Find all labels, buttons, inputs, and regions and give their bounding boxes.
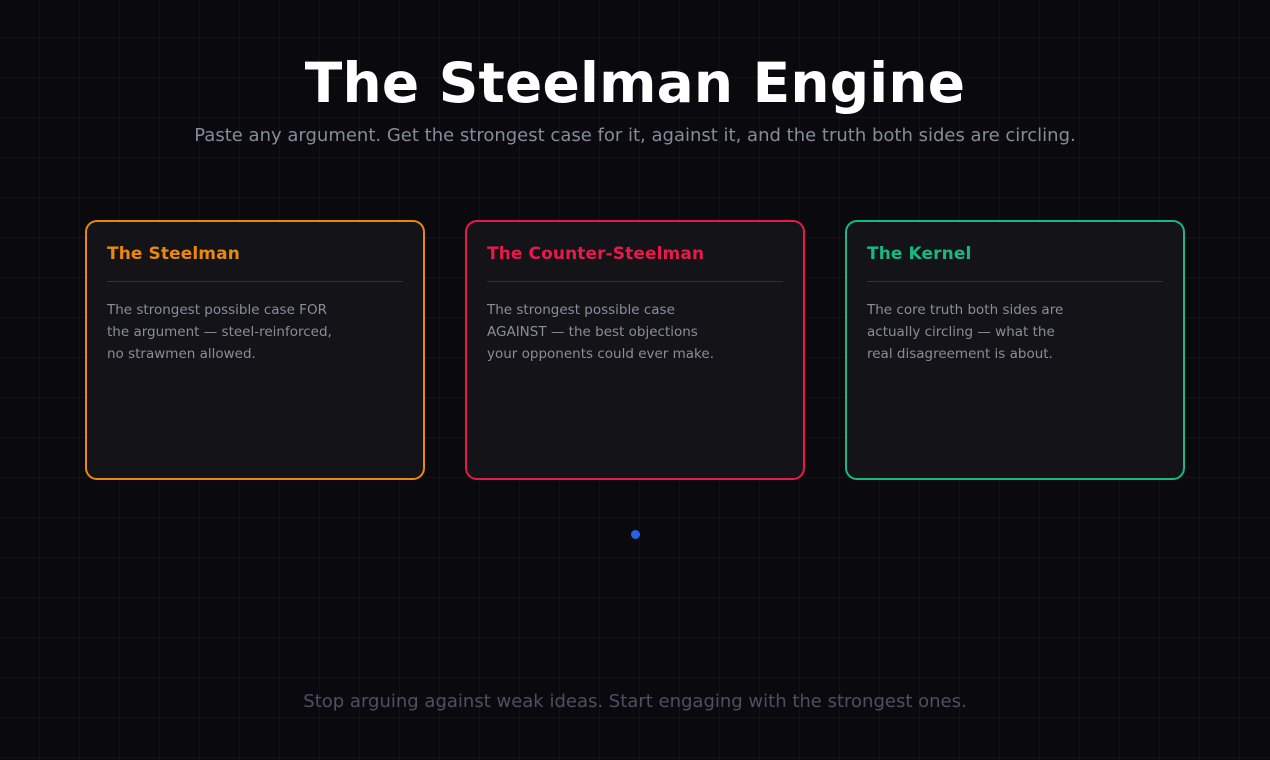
cards-row: The Steelman The strongest possible case…	[85, 220, 1185, 480]
page-subtitle: Paste any argument. Get the strongest ca…	[194, 125, 1076, 146]
card-steelman-divider	[107, 281, 403, 282]
card-counter-steelman-divider	[487, 281, 783, 282]
page-title: The Steelman Engine	[304, 51, 966, 115]
card-counter-steelman-title: The Counter-Steelman	[487, 244, 705, 264]
card-steelman-title: The Steelman	[107, 244, 240, 264]
footer-text: Stop arguing against weak ideas. Start e…	[303, 691, 967, 712]
card-steelman[interactable]: The Steelman The strongest possible case…	[85, 220, 425, 480]
status-dot-icon	[631, 530, 640, 539]
card-kernel-title: The Kernel	[867, 244, 972, 264]
page-footer: Stop arguing against weak ideas. Start e…	[0, 688, 1270, 716]
page-header: The Steelman Engine Paste any argument. …	[0, 0, 1270, 149]
card-kernel-body: The core truth both sides are actually c…	[867, 302, 1064, 362]
card-steelman-body: The strongest possible case FOR the argu…	[107, 302, 332, 362]
card-kernel[interactable]: The Kernel The core truth both sides are…	[845, 220, 1185, 480]
card-kernel-divider	[867, 281, 1163, 282]
card-counter-steelman-body: The strongest possible case AGAINST — th…	[487, 302, 714, 362]
card-counter-steelman[interactable]: The Counter-Steelman The strongest possi…	[465, 220, 805, 480]
